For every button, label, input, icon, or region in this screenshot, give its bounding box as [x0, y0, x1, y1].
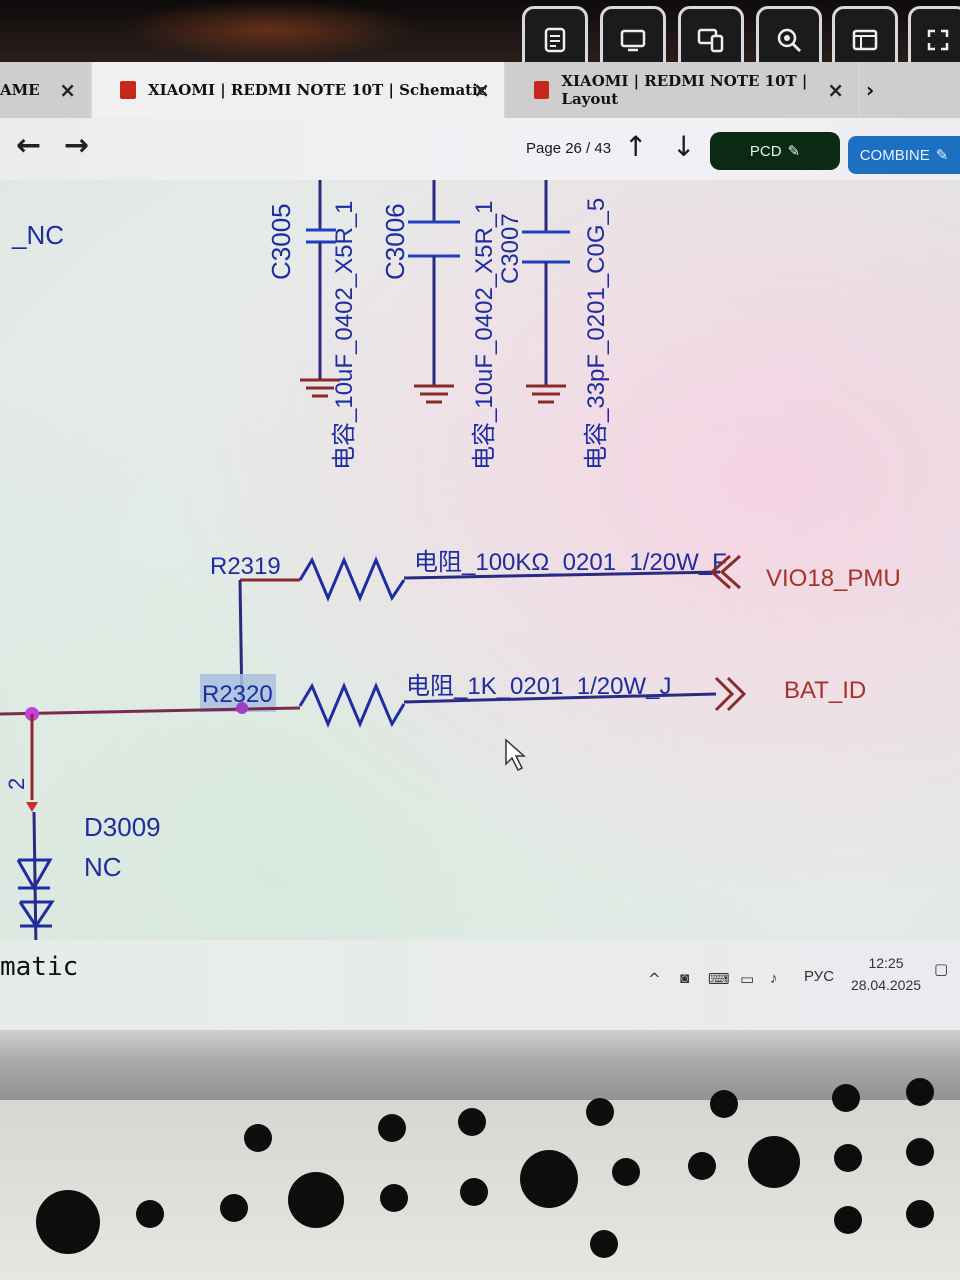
nav-toolbar: ← → Page 26 / 43 ↑ ↓ PCD ✎ COMBINE ✎ — [0, 118, 960, 180]
tab-layout[interactable]: XIAOMI | REDMI NOTE 10T | Layout × — [506, 62, 858, 118]
peg-hole — [380, 1184, 408, 1212]
cap-value: 电容_10uF_0402_X5R_1 — [471, 200, 498, 470]
peg-hole-large — [520, 1150, 578, 1208]
keyboard-icon[interactable]: ⌨ — [708, 971, 730, 988]
close-icon[interactable]: × — [59, 78, 76, 102]
peg-hole — [834, 1206, 862, 1234]
clock-time: 12:25 — [868, 955, 904, 971]
peg-hole-large — [36, 1190, 100, 1254]
tab-label: XIAOMI | REDMI NOTE 10T | Layout — [561, 72, 808, 108]
background-glow — [120, 0, 420, 60]
peg-hole — [688, 1152, 716, 1180]
peg-hole — [586, 1098, 614, 1126]
schematic-canvas[interactable]: _NC C3005 电容_10uF_0402_X5R_1 C3006 电容_10… — [0, 180, 960, 1030]
resistor-r2319[interactable]: R2319 电阻_100KΩ_0201_1/20W_F VIO18_PMU — [210, 549, 901, 602]
chevron-up-icon[interactable]: ^ — [648, 970, 661, 988]
peg-hole — [244, 1124, 272, 1152]
page-up-icon[interactable]: ↑ — [624, 130, 648, 163]
tab-scroll-right[interactable]: › — [860, 62, 960, 118]
peg-hole — [612, 1158, 640, 1186]
tab-schematic[interactable]: XIAOMI | REDMI NOTE 10T | Schematic × — [92, 62, 504, 118]
chevron-right-icon[interactable]: › — [866, 78, 875, 102]
resistor-ref: R2319 — [210, 553, 281, 580]
tab-strip: AME × XIAOMI | REDMI NOTE 10T | Schemati… — [0, 62, 960, 118]
peg-hole — [710, 1090, 738, 1118]
schematic-drawing: _NC C3005 电容_10uF_0402_X5R_1 C3006 电容_10… — [0, 180, 901, 951]
peg-hole — [220, 1194, 248, 1222]
monitor-icon[interactable]: ▭ — [740, 971, 755, 988]
pcd-button[interactable]: PCD ✎ — [710, 132, 840, 170]
capacitor-c3006[interactable]: C3006 电容_10uF_0402_X5R_1 — [380, 180, 498, 470]
combine-button[interactable]: COMBINE ✎ — [848, 136, 960, 174]
cap-value: 电容_33pF_0201_C0G_5 — [583, 198, 610, 470]
monitor-bezel — [0, 1030, 960, 1110]
cap-ref: C3006 — [380, 203, 410, 280]
clock[interactable]: 12:25 28.04.2025 — [848, 952, 924, 996]
camera-icon[interactable]: ◙ — [680, 970, 690, 987]
tab-label: XIAOMI | REDMI NOTE 10T | Schematic — [148, 81, 487, 99]
volume-icon[interactable]: ♪ — [770, 970, 778, 987]
capacitor-c3007[interactable]: C3007 电容_33pF_0201_C0G_5 — [497, 180, 610, 470]
diode-value: NC — [84, 852, 122, 882]
peg-hole-large — [288, 1172, 344, 1228]
combine-label: COMBINE — [859, 146, 930, 164]
peg-hole — [458, 1108, 486, 1136]
tab-label: AME — [0, 81, 40, 99]
magic-wand-icon: ✎ — [935, 147, 949, 164]
peg-hole — [906, 1078, 934, 1106]
pcd-label: PCD — [749, 142, 782, 160]
pdf-icon — [120, 81, 136, 99]
peg-hole — [378, 1114, 406, 1142]
diode-ref: D3009 — [84, 812, 161, 842]
resistor-ref: R2320 — [202, 681, 273, 708]
cap-ref: C3007 — [497, 213, 524, 284]
junction-dot — [236, 702, 248, 714]
back-arrow-icon[interactable]: ← — [16, 128, 42, 163]
resistor-r2320[interactable]: R2320 电阻_1K_0201_1/20W_J BAT_ID — [0, 673, 866, 728]
page-indicator: Page 26 / 43 — [526, 140, 612, 157]
peg-hole — [590, 1230, 618, 1258]
tab-ame[interactable]: AME × — [0, 62, 90, 118]
cap-ref: C3005 — [266, 203, 296, 280]
peg-hole — [906, 1138, 934, 1166]
resistor-value: 电阻_100KΩ_0201_1/20W_F — [414, 549, 727, 576]
peg-hole — [136, 1200, 164, 1228]
capacitor-c3005[interactable]: C3005 电容_10uF_0402_X5R_1 — [266, 180, 358, 470]
net-label-nc: _NC — [11, 220, 64, 250]
peg-hole — [832, 1084, 860, 1112]
taskbar: ^ ◙ ⌨ ▭ ♪ РУС 12:25 28.04.2025 ▢ — [0, 940, 960, 1030]
page-down-icon[interactable]: ↓ — [672, 130, 696, 163]
peg-hole — [834, 1144, 862, 1172]
close-icon[interactable]: × — [473, 78, 490, 102]
peg-hole — [906, 1200, 934, 1228]
forward-arrow-icon[interactable]: → — [64, 128, 90, 163]
net-label: BAT_ID — [784, 677, 866, 704]
peg-hole-large — [748, 1136, 800, 1188]
net-label: VIO18_PMU — [766, 565, 901, 592]
mouse-cursor-icon — [505, 738, 526, 772]
language-indicator[interactable]: РУС — [804, 968, 835, 985]
resistor-value: 电阻_1K_0201_1/20W_J — [406, 673, 672, 700]
diode-pin: 2 — [4, 778, 29, 790]
pdf-icon — [534, 81, 550, 99]
close-icon[interactable]: × — [827, 78, 844, 102]
magic-wand-icon: ✎ — [787, 143, 801, 160]
pegboard — [0, 1078, 960, 1280]
diode-d3009[interactable]: 2 D3009 NC — [4, 714, 161, 951]
truncated-label: matic — [0, 952, 79, 982]
clock-date: 28.04.2025 — [850, 977, 922, 993]
notification-icon[interactable]: ▢ — [934, 961, 949, 978]
cap-value: 电容_10uF_0402_X5R_1 — [331, 200, 358, 470]
peg-hole — [460, 1178, 488, 1206]
